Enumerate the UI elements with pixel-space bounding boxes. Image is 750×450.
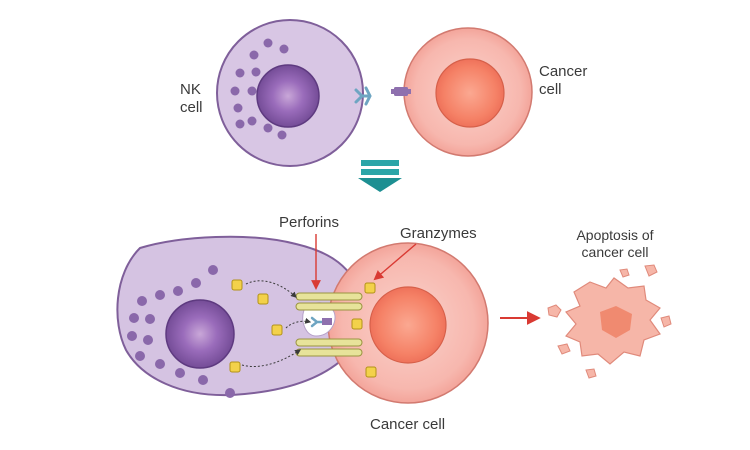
apoptosis-label: Apoptosis of cancer cell xyxy=(555,227,675,261)
nk-cell-label: NK cell xyxy=(180,81,240,117)
apoptotic-cell xyxy=(547,264,672,379)
perforin-pores xyxy=(295,292,363,357)
cancer-cell-top xyxy=(403,27,533,157)
cancer-cell-top-label-line2: cell xyxy=(539,81,562,98)
granzymes-label: Granzymes xyxy=(400,225,477,242)
perforins-label: Perforins xyxy=(279,214,340,231)
apoptosis-label-line2: cancer cell xyxy=(581,244,649,260)
granule-transport-arrows xyxy=(241,280,312,367)
down-arrow-icon xyxy=(358,160,402,192)
nk-granules-bottom xyxy=(127,265,235,398)
cancer-cell-top-label-line1: Cancer xyxy=(539,63,588,80)
apoptosis-label-line1: Apoptosis of xyxy=(576,227,654,243)
cancer-cell-top-label: Cancer cell xyxy=(539,63,619,99)
granzyme-granules xyxy=(229,279,377,378)
nk-cell-label-line1: NK xyxy=(180,81,201,98)
label-pointer-arrows xyxy=(311,234,417,290)
cancer-cell-bottom-label: Cancer cell xyxy=(370,416,446,433)
cancer-antigen-icon xyxy=(391,87,411,96)
nk-receptor-icon xyxy=(354,86,372,106)
nk-cell-label-line2: cell xyxy=(180,99,203,116)
synapse-pocket xyxy=(302,302,336,337)
nk-granules-top xyxy=(230,38,289,140)
